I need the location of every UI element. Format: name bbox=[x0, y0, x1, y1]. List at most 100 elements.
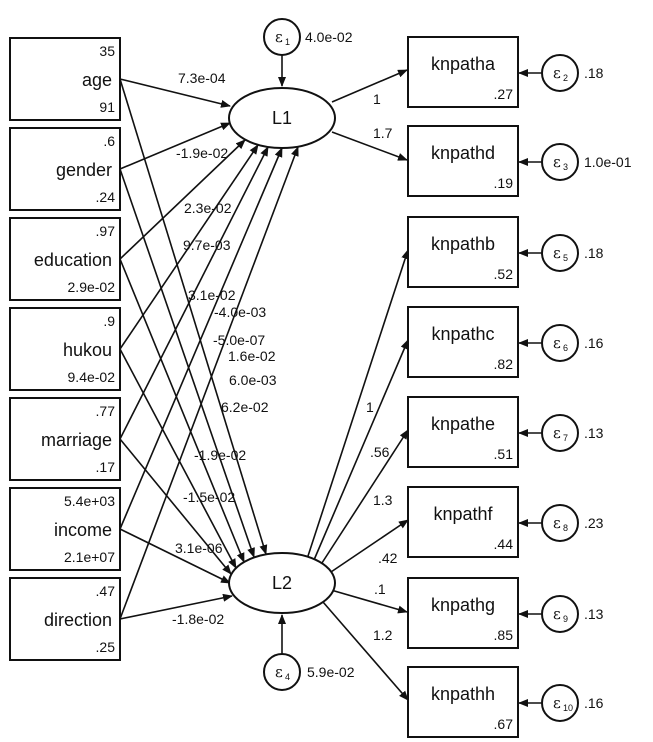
indicator-intercept-knpathf: .44 bbox=[494, 536, 514, 552]
disturbance-e4-circle bbox=[263, 653, 301, 691]
path-coef-marriage-L2: -1.5e-02 bbox=[183, 489, 235, 505]
disturbance-e1-circle bbox=[263, 18, 301, 56]
path-coef-age-L2: 1.6e-02 bbox=[228, 348, 276, 364]
path-arrow-hukou-L1 bbox=[119, 144, 259, 350]
observed-box-gender bbox=[9, 127, 121, 211]
observed-box-direction bbox=[9, 577, 121, 661]
loading-label-knpatha: 1 bbox=[373, 91, 381, 107]
mean-value-age: 35 bbox=[99, 43, 115, 59]
error-knpathh-circle bbox=[541, 684, 579, 722]
observed-box-age bbox=[9, 37, 121, 121]
error-knpathf-circle bbox=[541, 504, 579, 542]
path-coef-age-L1: 7.3e-04 bbox=[178, 70, 226, 86]
indicator-label-knpathb: knpathb bbox=[431, 234, 495, 254]
path-arrow-hukou-L2 bbox=[119, 348, 237, 569]
error-knpathc-symbol: ε bbox=[553, 334, 561, 352]
indicator-box-knpathb bbox=[407, 216, 519, 288]
path-arrow-gender-L1 bbox=[119, 122, 231, 170]
indicator-box-knpatha bbox=[407, 36, 519, 108]
mean-value-hukou: .9 bbox=[103, 313, 115, 329]
nodes-layer: 35age91.6gender.24.97education2.9e-02.9h… bbox=[9, 18, 579, 738]
path-arrow-age-L1 bbox=[119, 78, 231, 108]
indicator-box-knpathh bbox=[407, 666, 519, 738]
error-knpatha-circle bbox=[541, 54, 579, 92]
variable-label-education: education bbox=[34, 250, 112, 270]
loading-arrow-L2-knpathh bbox=[322, 601, 409, 701]
indicator-intercept-knpatha: .27 bbox=[494, 86, 514, 102]
path-arrow-marriage-L2 bbox=[119, 438, 232, 575]
loading-arrow-L2-knpathb bbox=[307, 249, 410, 557]
path-arrow-direction-L2 bbox=[119, 593, 233, 620]
error-variance-knpathg: .13 bbox=[584, 606, 604, 622]
disturbance-e4-subscript: 4 bbox=[285, 672, 290, 682]
path-arrow-income-L1 bbox=[119, 147, 283, 530]
error-knpathe-symbol: ε bbox=[553, 424, 561, 442]
disturbance-e4-symbol: ε bbox=[275, 663, 283, 681]
error-knpathg-subscript: 9 bbox=[563, 614, 568, 624]
indicator-box-knpathe bbox=[407, 396, 519, 468]
loading-label-knpathg: .1 bbox=[374, 581, 386, 597]
variable-label-marriage: marriage bbox=[41, 430, 112, 450]
indicator-knpatha: knpatha.27 bbox=[407, 36, 519, 108]
indicator-label-knpathf: knpathf bbox=[433, 504, 493, 524]
loading-arrow-L2-knpathg bbox=[330, 589, 408, 614]
variance-value-direction: .25 bbox=[96, 639, 116, 655]
variable-label-age: age bbox=[82, 70, 112, 90]
path-arrow-gender-L2 bbox=[119, 168, 255, 558]
error-variance-knpathf: .23 bbox=[584, 515, 604, 531]
error-variance-knpathd: 1.0e-01 bbox=[584, 154, 632, 170]
observed-box-education bbox=[9, 217, 121, 301]
path-coef-marriage-L1: 3.1e-02 bbox=[188, 287, 236, 303]
path-coef-hukou-L1: 9.7e-03 bbox=[183, 237, 231, 253]
indicator-knpathg: knpathg.85 bbox=[407, 577, 519, 649]
error-knpathg-symbol: ε bbox=[553, 605, 561, 623]
indicator-knpathc: knpathc.82 bbox=[407, 306, 519, 378]
error-knpathd-circle bbox=[541, 143, 579, 181]
path-arrow-education-L2 bbox=[119, 258, 245, 563]
labels-layer: 4.0e-025.9e-02.181.0e-01.18.16.13.23.13.… bbox=[172, 29, 632, 711]
indicator-box-knpathf bbox=[407, 486, 519, 558]
indicator-label-knpathh: knpathh bbox=[431, 684, 495, 704]
path-coef-hukou-L2: -1.9e-02 bbox=[194, 447, 246, 463]
path-arrow-education-L1 bbox=[119, 139, 246, 260]
path-arrow-marriage-L1 bbox=[119, 146, 269, 440]
error-variance-knpathh: .16 bbox=[584, 695, 604, 711]
indicator-intercept-knpathg: .85 bbox=[494, 627, 514, 643]
disturbance-e4-variance: 5.9e-02 bbox=[307, 664, 355, 680]
path-coef-gender-L1: -1.9e-02 bbox=[176, 145, 228, 161]
mean-value-direction: .47 bbox=[96, 583, 116, 599]
indicator-box-knpathd bbox=[407, 125, 519, 197]
indicator-intercept-knpathe: .51 bbox=[494, 446, 514, 462]
error-knpathe-subscript: 7 bbox=[563, 433, 568, 443]
path-coef-income-L1: -4.0e-03 bbox=[214, 304, 266, 320]
path-coef-direction-L1: -5.0e-07 bbox=[213, 332, 265, 348]
loading-label-knpathh: 1.2 bbox=[373, 627, 393, 643]
indicator-label-knpathc: knpathc bbox=[431, 324, 494, 344]
error-knpathb-symbol: ε bbox=[553, 244, 561, 262]
error-knpathg-circle bbox=[541, 595, 579, 633]
indicator-box-knpathc bbox=[407, 306, 519, 378]
indicator-box-knpathg bbox=[407, 577, 519, 649]
path-coef-direction-L2: -1.8e-02 bbox=[172, 611, 224, 627]
error-knpathd-subscript: 3 bbox=[563, 162, 568, 172]
variance-value-age: 91 bbox=[99, 99, 115, 115]
indicator-intercept-knpathb: .52 bbox=[494, 266, 514, 282]
error-knpathf-symbol: ε bbox=[553, 514, 561, 532]
error-variance-knpathe: .13 bbox=[584, 425, 604, 441]
indicator-knpathf: knpathf.44 bbox=[407, 486, 519, 558]
error-knpathb-circle bbox=[541, 234, 579, 272]
loading-label-knpathd: 1.7 bbox=[373, 125, 393, 141]
loading-arrow-L2-knpathe bbox=[319, 429, 409, 567]
latent-variable-L1: L1 bbox=[228, 87, 336, 149]
